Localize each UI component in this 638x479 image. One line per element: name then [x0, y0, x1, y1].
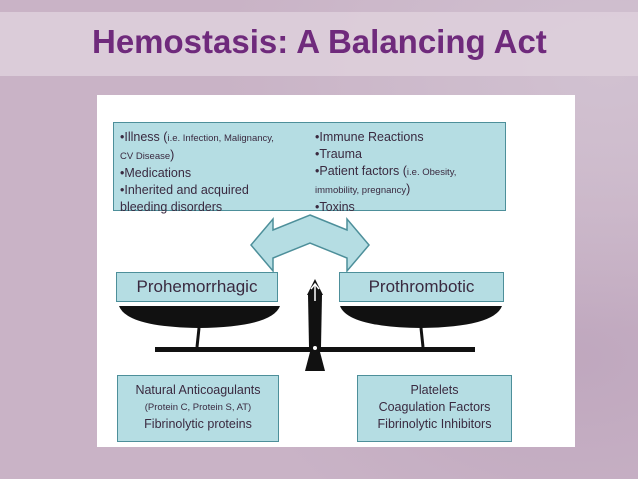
title-band — [0, 12, 638, 76]
prothrombotic-label: Prothrombotic — [339, 272, 504, 302]
slide-title: Hemostasis: A Balancing Act — [92, 23, 547, 60]
factor-inherited: •Inherited and acquired — [120, 183, 249, 197]
diagram-panel: •Illness (i.e. Infection, Malignancy, CV… — [97, 95, 575, 447]
factors-right-column: •Immune Reactions •Trauma •Patient facto… — [315, 129, 505, 216]
right-pan — [340, 306, 502, 328]
factor-medications: •Medications — [120, 166, 192, 180]
prohemorrhagic-label: Prohemorrhagic — [116, 272, 278, 302]
procoag-line1: Platelets — [410, 383, 459, 397]
factor-inherited-cont: bleeding disorders — [120, 200, 223, 214]
factors-left-column: •Illness (i.e. Infection, Malignancy, CV… — [120, 129, 315, 216]
procoag-line2: Coagulation Factors — [378, 400, 491, 414]
factor-immune: •Immune Reactions — [315, 130, 424, 144]
anticoagulants-box: Natural Anticoagulants (Protein C, Prote… — [117, 375, 279, 442]
anticoag-line2: (Protein C, Protein S, AT) — [144, 402, 252, 413]
procoag-line3: Fibrinolytic Inhibitors — [377, 417, 492, 431]
factor-patient-cont: immobility, pregnancy) — [315, 182, 411, 196]
factor-illness-cont: CV Disease) — [120, 148, 175, 162]
scale-post — [308, 295, 322, 347]
contributing-factors-box: •Illness (i.e. Infection, Malignancy, CV… — [113, 122, 506, 214]
scale-stand — [305, 352, 325, 371]
left-pan — [119, 306, 280, 328]
anticoag-line3: Fibrinolytic proteins — [144, 417, 252, 431]
factor-illness: •Illness (i.e. Infection, Malignancy, — [120, 130, 274, 144]
factor-patient: •Patient factors (i.e. Obesity, — [315, 164, 457, 178]
procoagulants-box: Platelets Coagulation Factors Fibrinolyt… — [357, 375, 512, 442]
split-arrow-shape — [250, 214, 370, 274]
factor-trauma: •Trauma — [315, 147, 362, 161]
anticoag-line1: Natural Anticoagulants — [135, 383, 261, 397]
factor-toxins: •Toxins — [315, 200, 355, 214]
balance-scale-graphic — [119, 214, 502, 371]
